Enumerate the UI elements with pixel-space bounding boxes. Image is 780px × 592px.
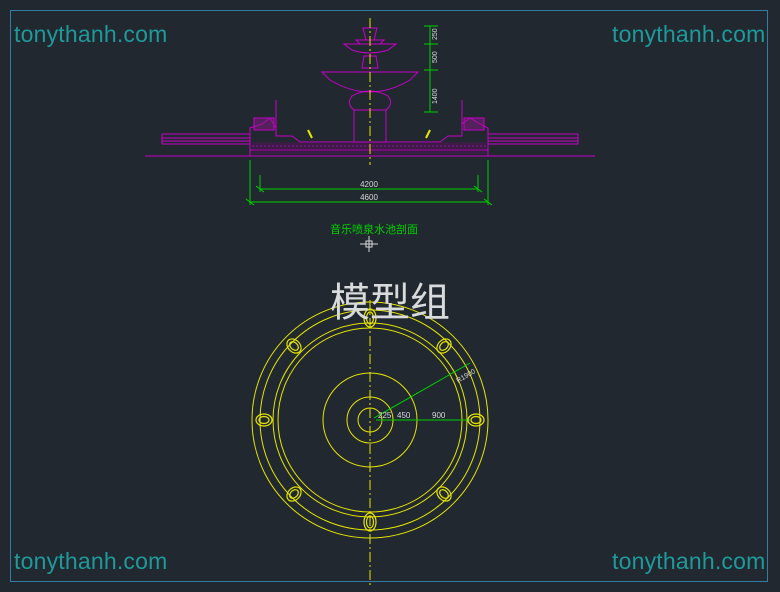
vertical-dimension (424, 25, 438, 113)
top-finial (362, 27, 378, 41)
pedestal-bulb (348, 90, 392, 111)
plan-dim-450: 450 (397, 411, 411, 420)
watermark-bottom-right: tonythanh.com (612, 548, 766, 574)
section-title: 音乐喷泉水池剖面 (330, 222, 418, 236)
dim-4200: 4200 (360, 180, 378, 189)
horizontal-dimensions (245, 160, 493, 206)
right-nozzle (425, 129, 431, 139)
upper-bowl (342, 43, 398, 54)
right-coping (463, 117, 485, 131)
plan-radius-diag (373, 362, 471, 419)
left-platform (161, 133, 250, 145)
fountain-section (145, 27, 595, 157)
plan-dim-900: 900 (432, 411, 446, 420)
dim-250: 250 (432, 28, 439, 40)
dim-4600: 4600 (360, 193, 378, 202)
center-caption: 模型组 (330, 280, 450, 326)
drawing-frame (10, 10, 768, 582)
watermark-bottom-left: tonythanh.com (14, 548, 168, 574)
nozzle-lights (255, 308, 485, 532)
watermark-top-right: tonythanh.com (612, 21, 766, 47)
left-nozzle (307, 129, 313, 139)
crosshair-cursor (360, 236, 378, 252)
watermark-top-left: tonythanh.com (14, 21, 168, 47)
right-platform (488, 133, 579, 145)
dim-500: 500 (432, 51, 439, 63)
dim-1400: 1400 (432, 88, 439, 104)
plan-dim-225: 225 (378, 411, 392, 420)
left-coping (253, 117, 275, 131)
